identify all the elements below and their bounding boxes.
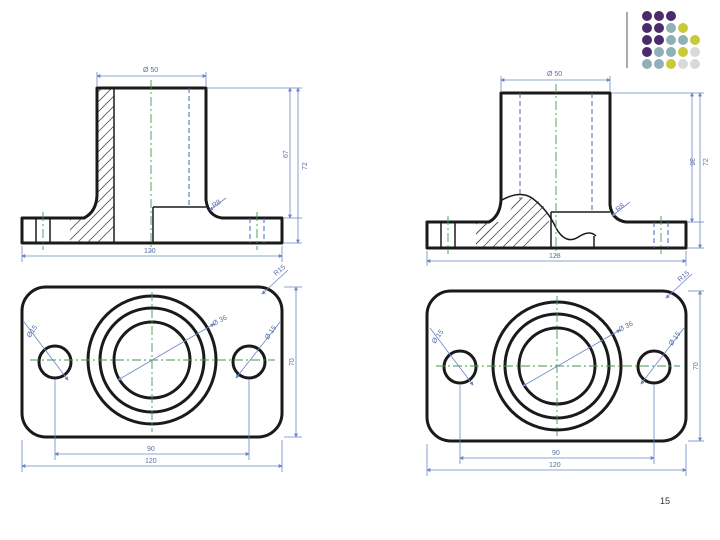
right-height-total-label: 72 xyxy=(703,158,710,166)
right-bore-label: Ø 36 xyxy=(618,320,635,333)
right-corner-radius-leader xyxy=(665,273,693,299)
logo-dot xyxy=(690,35,700,45)
left-top-width-label: 120 xyxy=(145,458,157,465)
logo-dot-grid xyxy=(642,11,700,69)
left-front-view: Ø 50 67 72 R8 120 xyxy=(20,67,309,262)
left-height-total-label: 72 xyxy=(302,162,309,170)
left-mount-hole-right xyxy=(231,344,267,380)
right-top-diameter-label: Ø 50 xyxy=(547,71,562,78)
left-hole-left-leader xyxy=(23,321,69,381)
right-top-width-label: 120 xyxy=(549,462,561,469)
left-base-outline xyxy=(20,285,284,439)
right-mount-hole-right xyxy=(636,349,672,385)
right-break-line xyxy=(501,193,597,241)
right-front-view: Ø 50 36 72 R8 128 xyxy=(425,71,710,266)
logo-dot xyxy=(666,35,676,45)
logo-dot xyxy=(678,47,688,57)
right-hole-right-leader xyxy=(640,327,685,385)
logo-dot xyxy=(654,11,664,21)
logo-dot xyxy=(654,23,664,33)
page-number: 15 xyxy=(660,496,671,506)
right-bore-dim xyxy=(522,329,621,387)
left-bore-label: Ø 36 xyxy=(212,314,229,327)
left-top-diameter-label: Ø 50 xyxy=(143,67,158,74)
right-mount-hole-left xyxy=(442,349,478,385)
right-fillet-label: R8 xyxy=(615,202,626,213)
right-hole-left-leader xyxy=(429,327,474,386)
left-front-width-label: 120 xyxy=(144,248,156,255)
logo-dot xyxy=(678,59,688,69)
right-height-inner-label: 36 xyxy=(688,158,695,166)
logo-dot xyxy=(654,35,664,45)
logo-dot xyxy=(642,47,652,57)
logo-dot xyxy=(690,59,700,69)
logo-dot xyxy=(654,47,664,57)
logo-dot xyxy=(642,11,652,21)
right-fillet-leader xyxy=(611,201,631,217)
left-section-hatch xyxy=(70,88,114,243)
logo-dot xyxy=(690,47,700,57)
logo-dot xyxy=(642,35,652,45)
left-front-outline xyxy=(20,86,284,245)
logo-dot xyxy=(666,47,676,57)
right-front-outline xyxy=(425,91,688,250)
logo-dot xyxy=(666,59,676,69)
logo-dot xyxy=(642,23,652,33)
left-top-height-label: 70 xyxy=(289,358,296,366)
logo-dot xyxy=(678,35,688,45)
left-top-view: Ø 36 Ø15 Ø 15 R15 70 90 120 xyxy=(20,264,302,472)
left-hole-left-label: Ø15 xyxy=(26,324,39,339)
left-fillet-leader xyxy=(209,197,227,211)
logo-dot xyxy=(642,59,652,69)
right-hole-left-label: Ø 15 xyxy=(431,329,445,346)
right-top-view: Ø 36 Ø 15 Ø 15 R15 70 90 120 xyxy=(425,270,704,476)
right-front-width-label: 128 xyxy=(549,253,561,260)
right-hole-spacing-label: 90 xyxy=(552,450,560,457)
left-corner-radius-leader xyxy=(261,269,289,295)
right-section-hatch xyxy=(476,197,551,248)
left-hole-right-leader xyxy=(235,321,281,379)
left-mount-hole-left xyxy=(37,344,73,380)
left-height-inner-label: 67 xyxy=(283,150,290,158)
left-corner-radius-label: R15 xyxy=(273,264,287,278)
right-top-height-label: 70 xyxy=(693,362,700,370)
presentation-logo xyxy=(626,11,700,69)
logo-dot xyxy=(654,59,664,69)
left-fillet-label: R8 xyxy=(211,199,222,210)
logo-dot xyxy=(666,23,676,33)
left-hole-spacing-label: 90 xyxy=(147,446,155,453)
left-bore-dim xyxy=(117,323,215,381)
right-base-outline xyxy=(425,289,688,443)
logo-dot xyxy=(678,23,688,33)
logo-dot xyxy=(666,11,676,21)
